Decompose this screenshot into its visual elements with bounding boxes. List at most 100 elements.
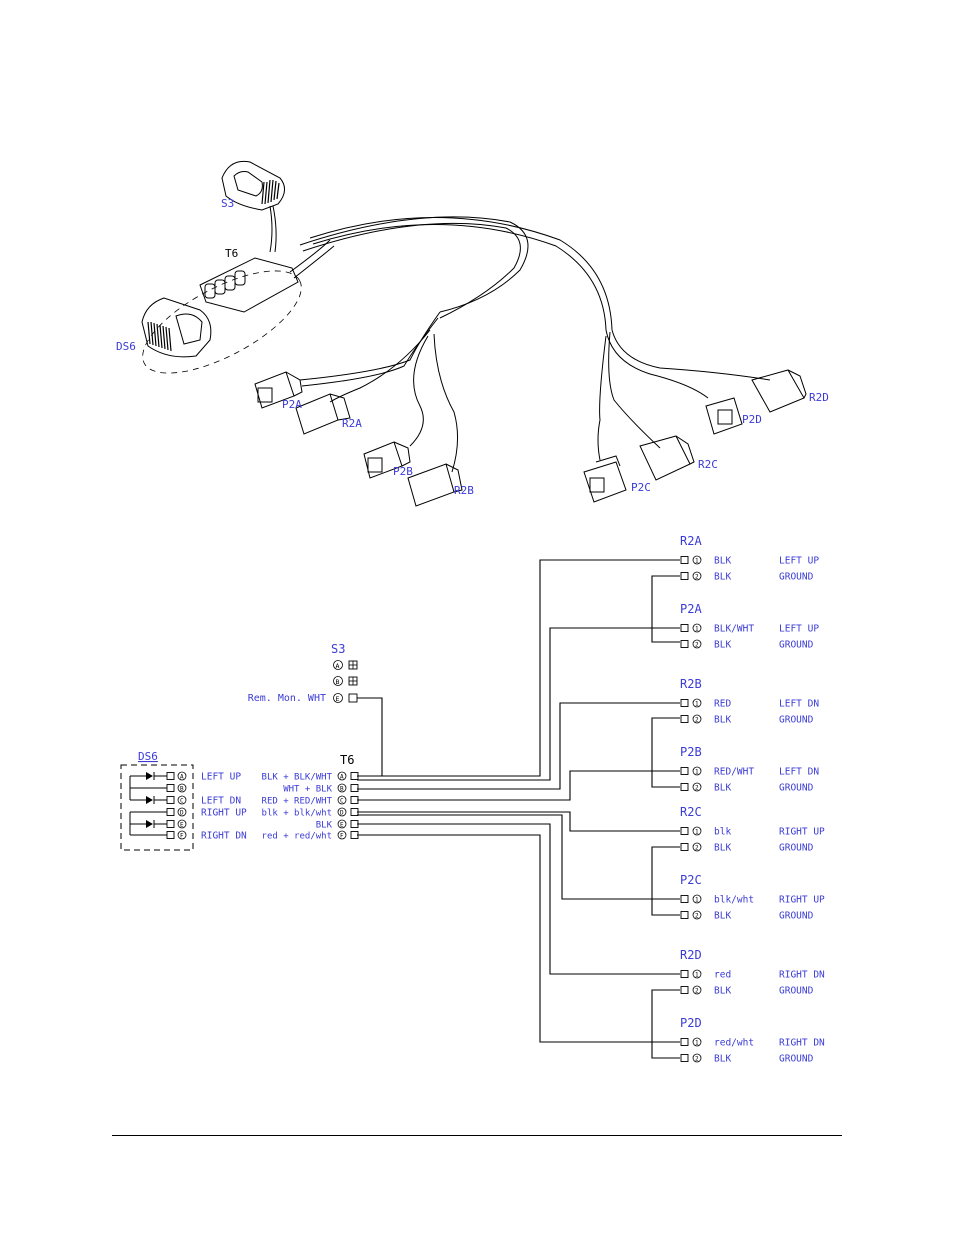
connector-pin-number: 1 xyxy=(695,769,699,776)
connector-function: GROUND xyxy=(779,843,814,854)
connector-pin-number: 1 xyxy=(695,558,699,565)
connector-wire-color: BLK xyxy=(714,783,731,794)
p2b-connector-drawing xyxy=(363,441,411,479)
t6-pin-row: BLK E xyxy=(316,819,359,831)
ds6-title: DS6 xyxy=(138,750,158,763)
connector-pin-number: 1 xyxy=(695,1040,699,1047)
s3-pin-a: A xyxy=(333,660,358,670)
connector-pin-row: 1 BLK/WHT LEFT UP xyxy=(680,624,819,635)
t6-pin-letter: C xyxy=(340,798,344,805)
connector-wire-color: RED xyxy=(714,699,731,710)
connector-title: P2B xyxy=(680,745,702,759)
t6-wires xyxy=(357,559,680,1059)
connector-pin-number: 1 xyxy=(695,626,699,633)
ds6-pin-letter: C xyxy=(180,798,184,805)
connector-wire-color: blk/wht xyxy=(714,895,754,906)
connector-function: RIGHT UP xyxy=(779,895,825,906)
connector-wire-color: red xyxy=(714,970,731,981)
connector-pin-number: 2 xyxy=(695,574,699,581)
ds6-pin-row: C LEFT DN xyxy=(130,796,241,807)
connector-title: R2D xyxy=(680,948,702,962)
connector-wire-color: RED/WHT xyxy=(714,767,754,778)
t6-wire-label: BLK + BLK/WHT xyxy=(262,773,333,783)
t6-pin-letter: A xyxy=(340,774,344,781)
t6-title: T6 xyxy=(340,753,354,767)
connector-pin-number: 1 xyxy=(695,972,699,979)
illus-label-t6: T6 xyxy=(225,247,238,260)
illus-label-r2b: R2B xyxy=(454,484,474,497)
connector-function: RIGHT UP xyxy=(779,827,825,838)
illus-label-p2b: P2B xyxy=(393,465,413,478)
connector-pin-number: 1 xyxy=(695,829,699,836)
connector-function: LEFT UP xyxy=(779,624,819,635)
t6-pin-letter: E xyxy=(340,822,344,829)
s3-pin-b: B xyxy=(333,676,358,686)
ds6-pin-label: LEFT DN xyxy=(201,796,241,807)
t6-pin-letter: B xyxy=(340,786,344,793)
connector-function: GROUND xyxy=(779,1054,814,1065)
connector-wire-color: red/wht xyxy=(714,1038,754,1049)
harness-illustration: S3 T6 DS6 P2A R2A P2B R2B P2C R2C P2D R2… xyxy=(116,160,829,507)
s3-to-t6-wire xyxy=(357,697,383,777)
t6-wire-label: BLK xyxy=(316,821,333,831)
p2d-connector-drawing xyxy=(705,397,743,435)
connector-function: GROUND xyxy=(779,783,814,794)
ds6-pin-label: RIGHT DN xyxy=(201,831,247,842)
illus-label-p2c: P2C xyxy=(631,481,651,494)
svg-text:B: B xyxy=(336,678,340,686)
ds6-pin-row: E xyxy=(130,819,187,829)
ds6-pin-label: LEFT UP xyxy=(201,772,241,783)
t6-pin-letter: D xyxy=(340,810,344,817)
s3-rem-mon-label: Rem. Mon. WHT xyxy=(248,693,326,704)
connector-pin-row: 1 red RIGHT DN xyxy=(680,970,825,981)
connector-pin-number: 2 xyxy=(695,913,699,920)
connector-title: P2D xyxy=(680,1016,702,1030)
connector-title: P2C xyxy=(680,873,702,887)
connector-pin-number: 2 xyxy=(695,785,699,792)
connector-function: RIGHT DN xyxy=(779,970,825,981)
connector-function: GROUND xyxy=(779,986,814,997)
connector-function: LEFT DN xyxy=(779,699,819,710)
ds6-pin-letter: D xyxy=(180,810,184,817)
connector-function: GROUND xyxy=(779,640,814,651)
t6-pin-letter: F xyxy=(340,833,344,840)
ds6-connector-drawing xyxy=(141,297,212,358)
t6-wire-label: blk + blk/wht xyxy=(262,809,332,819)
t6-pin-row: WHT + BLK B xyxy=(283,783,359,795)
connector-wire-color: BLK xyxy=(714,911,731,922)
illus-label-r2d: R2D xyxy=(809,391,829,404)
t6-pin-row: blk + blk/wht D xyxy=(262,807,359,819)
diode-icon xyxy=(146,772,153,780)
r2d-connector-drawing xyxy=(751,369,807,413)
p2a-connector-drawing xyxy=(254,371,303,409)
connector-wire-color: BLK xyxy=(714,556,731,567)
connector-pin-number: 2 xyxy=(695,642,699,649)
ds6-pin-label: RIGHT UP xyxy=(201,808,247,819)
connector-wire-color: BLK/WHT xyxy=(714,624,754,635)
connector-wire-color: BLK xyxy=(714,572,731,583)
r2c-connector-drawing xyxy=(639,435,695,481)
ds6-pin-row: D RIGHT UP xyxy=(130,808,247,819)
connector-pin-number: 2 xyxy=(695,1056,699,1063)
connector-wire-color: BLK xyxy=(714,640,731,651)
t6-wire-label: WHT + BLK xyxy=(283,785,332,795)
